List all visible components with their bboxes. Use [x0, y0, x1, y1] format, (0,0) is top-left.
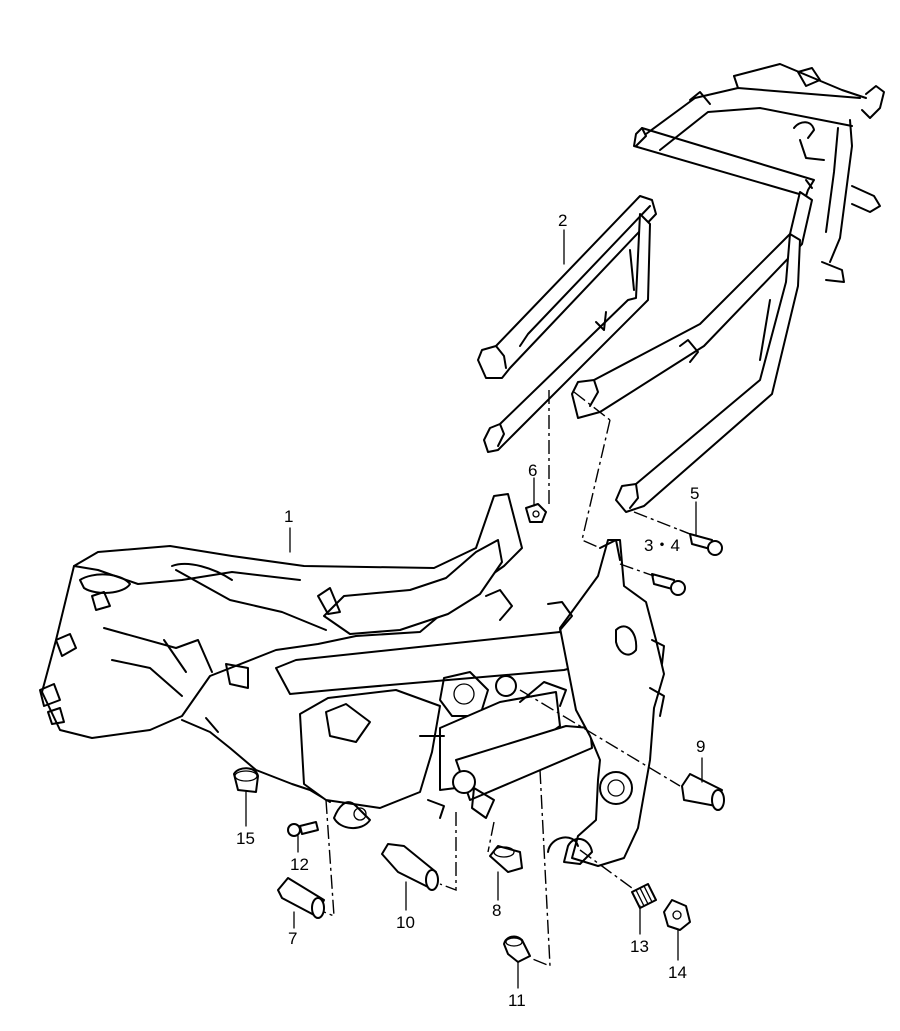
callout-5: 5: [690, 484, 699, 503]
leader-lines: [245, 229, 703, 989]
bolt-5-icon: [679, 529, 723, 556]
collar-9-icon: [681, 773, 725, 811]
collar-11-icon: [503, 935, 531, 963]
main-frame: [39, 493, 665, 867]
callout-10: 10: [396, 913, 415, 932]
callout-7: 7: [288, 929, 297, 948]
callout-9: 9: [696, 737, 705, 756]
callout-12: 12: [290, 855, 309, 874]
callout-8: 8: [492, 901, 501, 920]
callout-15: 15: [236, 829, 255, 848]
nut-6-icon: [525, 503, 547, 523]
callout-11: 11: [508, 991, 526, 1010]
assembly-dash-lines: [323, 390, 691, 968]
threaded-bushing-13-icon: [631, 883, 657, 909]
callout-14: 14: [668, 963, 687, 982]
bushing-15-icon: [233, 767, 259, 793]
rear-seat-rail-subframe: [477, 63, 885, 513]
screw-12-icon: [287, 821, 319, 837]
callout-2: 2: [558, 211, 567, 230]
callout-labels: 1 2 3・4 5 6 7 8 9 10 11 12 13 14 15: [236, 211, 705, 1010]
collar-10-icon: [381, 843, 439, 891]
bushing-8-icon: [489, 845, 523, 873]
callout-13: 13: [630, 937, 649, 956]
callout-6: 6: [528, 461, 537, 480]
nut-14-icon: [663, 899, 691, 931]
callout-3-4: 3・4: [644, 536, 680, 555]
bolt-3-4-icon: [651, 573, 686, 596]
callout-1: 1: [284, 507, 293, 526]
spacer-7-icon: [277, 877, 325, 919]
